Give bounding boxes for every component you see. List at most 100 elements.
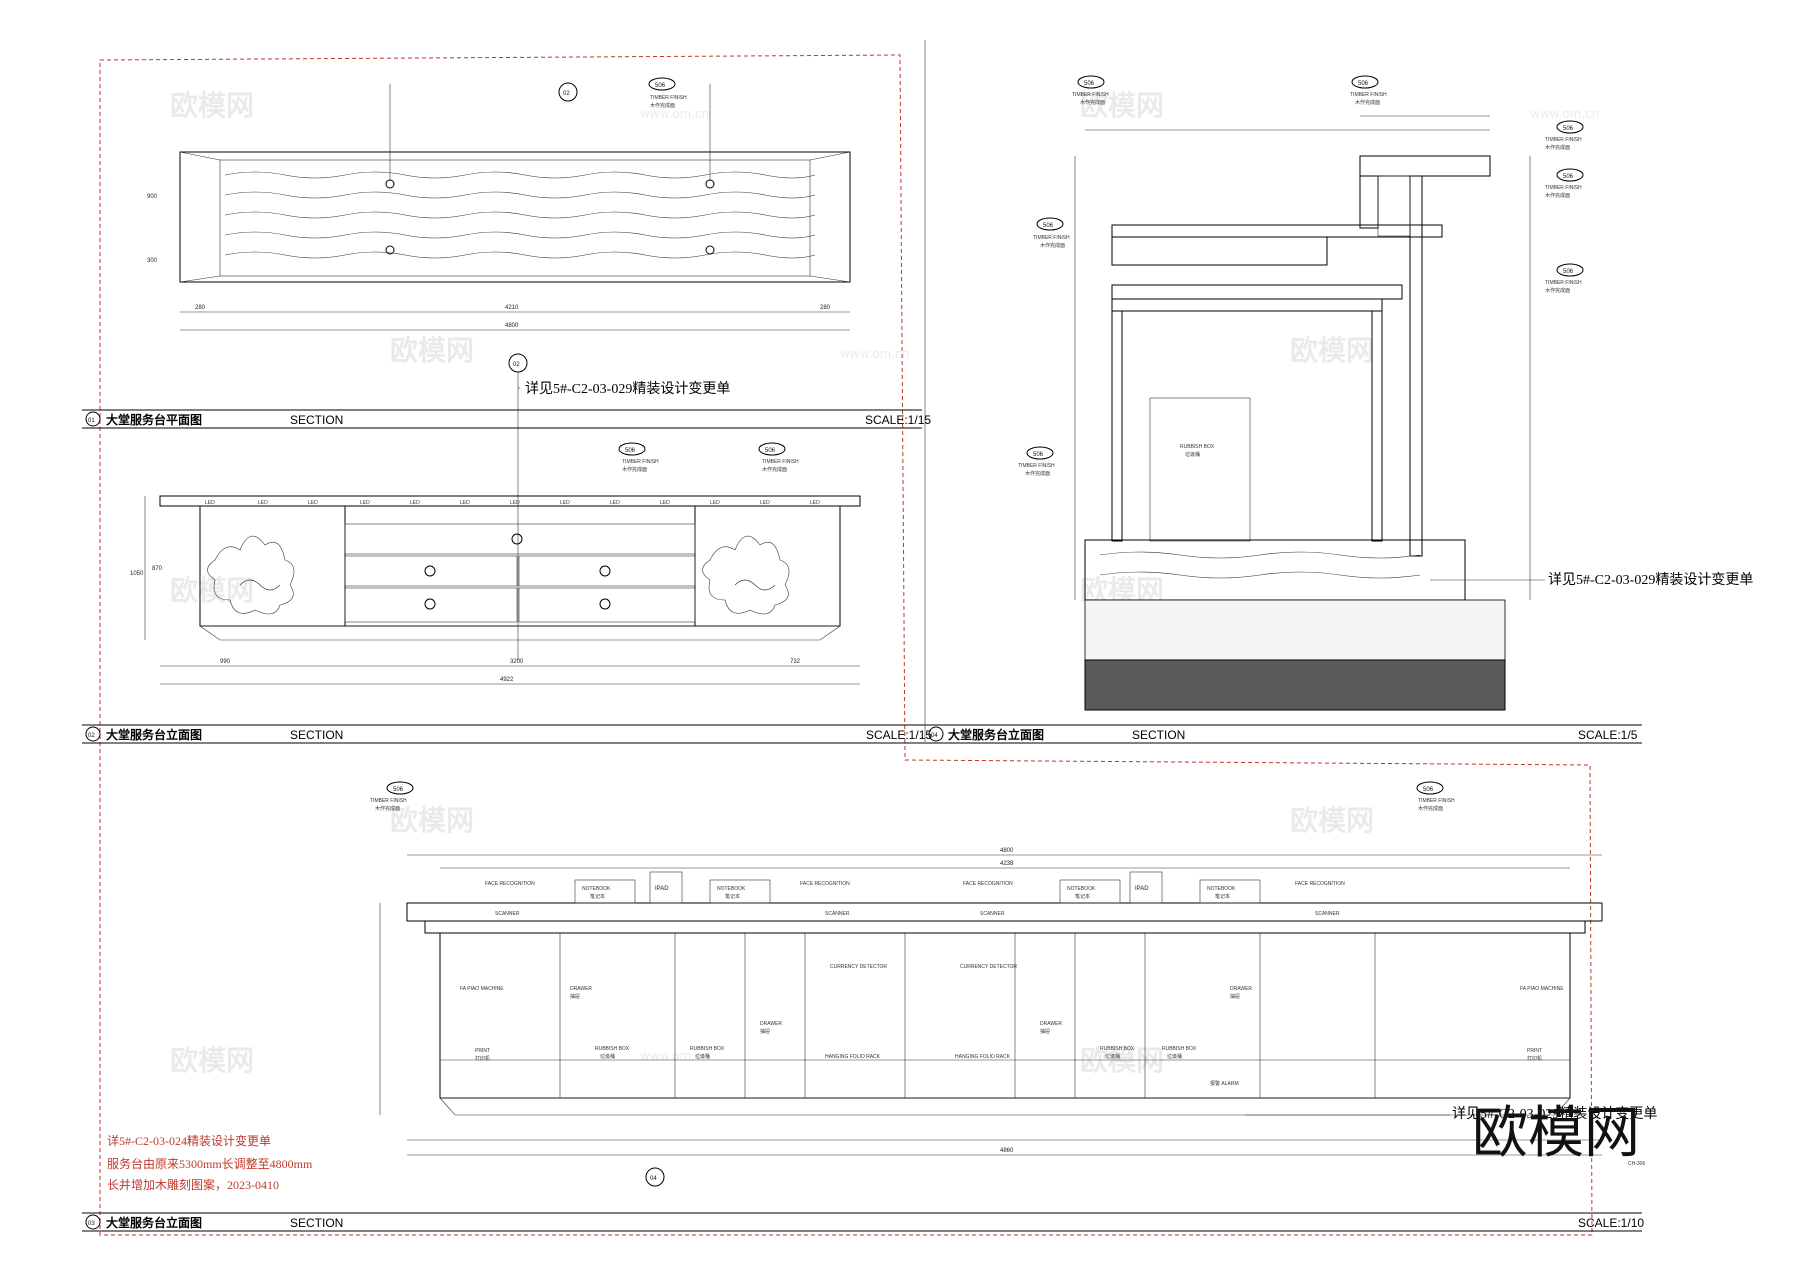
svg-text:LED: LED (510, 500, 520, 506)
change-note-3: 详见5#-C2-03-029精装设计变更单 (1452, 1106, 1657, 1122)
svg-text:www.om.cn: www.om.cn (1530, 107, 1599, 121)
svg-text:LED: LED (810, 500, 820, 506)
svg-text:欧模网: 欧模网 (1080, 1044, 1164, 1077)
svg-text:TIMBER FINISH: TIMBER FINISH (650, 95, 687, 101)
svg-text:CH-306: CH-306 (1628, 1161, 1645, 1167)
svg-text:04: 04 (931, 733, 938, 739)
title-bar-03: 03 大堂服务台立面图 SECTION SCALE:1/10 (82, 1212, 1644, 1232)
svg-text:SCALE:1/10: SCALE:1/10 (1578, 1216, 1644, 1230)
svg-text:打印机: 打印机 (1527, 1055, 1542, 1062)
svg-text:笔记本: 笔记本 (590, 893, 605, 900)
svg-text:FACE RECOGNITION: FACE RECOGNITION (485, 881, 535, 887)
svg-text:LED: LED (205, 500, 215, 506)
svg-text:TIMBER FINISH: TIMBER FINISH (1418, 798, 1455, 804)
svg-text:TIMBER FINISH: TIMBER FINISH (1545, 137, 1582, 143)
svg-text:抽屉: 抽屉 (570, 993, 580, 1000)
svg-text:4800: 4800 (1000, 848, 1014, 854)
svg-text:4860: 4860 (1000, 1148, 1014, 1154)
svg-text:506: 506 (1423, 787, 1434, 793)
svg-text:欧模网: 欧模网 (390, 334, 474, 367)
svg-text:木作完成面: 木作完成面 (650, 102, 675, 109)
svg-text:SECTION: SECTION (290, 1216, 343, 1230)
svg-text:RUBBISH BOX: RUBBISH BOX (1100, 1046, 1135, 1052)
svg-text:欧模网: 欧模网 (390, 804, 474, 837)
svg-text:300: 300 (147, 258, 158, 264)
svg-text:FACE RECOGNITION: FACE RECOGNITION (1295, 881, 1345, 887)
svg-text:NOTEBOOK: NOTEBOOK (1067, 886, 1096, 892)
svg-text:垃圾桶: 垃圾桶 (1167, 1053, 1182, 1060)
brand-logo: 欧模网 CH-306 (1472, 1101, 1645, 1167)
svg-text:506: 506 (765, 448, 776, 454)
title-bar-02-04: 02 大堂服务台立面图 SECTION SCALE:1/15 04 大堂服务台立… (82, 724, 1642, 744)
svg-text:FA PIAO MACHINE: FA PIAO MACHINE (460, 986, 504, 992)
svg-text:CURRENCY DETECTOR: CURRENCY DETECTOR (830, 964, 887, 970)
svg-text:NOTEBOOK: NOTEBOOK (582, 886, 611, 892)
svg-text:02: 02 (88, 733, 95, 739)
svg-text:www.om.cn: www.om.cn (840, 347, 909, 361)
svg-text:木作完成面: 木作完成面 (1545, 192, 1570, 199)
svg-text:LED: LED (308, 500, 318, 506)
svg-text:03: 03 (88, 1221, 95, 1227)
svg-text:抽屉: 抽屉 (760, 1028, 770, 1035)
svg-text:LED: LED (760, 500, 770, 506)
svg-text:4800: 4800 (505, 323, 519, 329)
svg-text:SCANNER: SCANNER (825, 911, 850, 917)
svg-text:木作完成面: 木作完成面 (1545, 287, 1570, 294)
svg-text:506: 506 (1043, 223, 1054, 229)
svg-text:TIMBER FINISH: TIMBER FINISH (1545, 280, 1582, 286)
svg-text:SECTION: SECTION (1132, 728, 1185, 742)
svg-text:SCALE:1/5: SCALE:1/5 (1578, 728, 1638, 742)
svg-text:LED: LED (360, 500, 370, 506)
svg-text:4210: 4210 (505, 305, 519, 311)
svg-text:NOTEBOOK: NOTEBOOK (717, 886, 746, 892)
change-note-1: 详见5#-C2-03-029精装设计变更单 (525, 381, 730, 397)
svg-text:280: 280 (195, 305, 206, 311)
svg-text:木作完成面: 木作完成面 (1080, 99, 1105, 106)
svg-text:垃圾桶: 垃圾桶 (695, 1053, 710, 1060)
svg-text:DRAWER: DRAWER (1040, 1021, 1062, 1027)
svg-text:FACE RECOGNITION: FACE RECOGNITION (800, 881, 850, 887)
svg-text:732: 732 (790, 659, 801, 665)
svg-text:SCANNER: SCANNER (980, 911, 1005, 917)
svg-text:木作完成面: 木作完成面 (1545, 144, 1570, 151)
svg-text:TIMBER FINISH: TIMBER FINISH (1350, 92, 1387, 98)
title-bar-01: 01 大堂服务台平面图 SECTION SCALE:1/15 (82, 409, 931, 429)
red-note-2: 服务台由原来5300mm长调整至4800mm (107, 1156, 313, 1171)
svg-text:垃圾桶: 垃圾桶 (600, 1053, 615, 1060)
svg-text:木作完成面: 木作完成面 (1040, 242, 1065, 249)
change-note-2: 详见5#-C2-03-029精装设计变更单 (1548, 572, 1753, 588)
svg-text:506: 506 (1563, 174, 1574, 180)
elevation-view-03: NOTEBOOK 笔记本 NOTEBOOK 笔记本 NOTEBOOK 笔记本 N… (370, 781, 1657, 1187)
svg-text:LED: LED (610, 500, 620, 506)
svg-text:FA PIAO MACHINE: FA PIAO MACHINE (1520, 986, 1564, 992)
svg-text:280: 280 (820, 305, 831, 311)
svg-text:木作完成面: 木作完成面 (1025, 470, 1050, 477)
svg-text:垃圾桶: 垃圾桶 (1185, 451, 1200, 458)
svg-text:RUBBISH BOX: RUBBISH BOX (1180, 444, 1215, 450)
revision-cloud-top (99, 54, 1593, 1236)
svg-text:RUBBISH BOX: RUBBISH BOX (1162, 1046, 1197, 1052)
svg-text:FACE RECOGNITION: FACE RECOGNITION (963, 881, 1013, 887)
svg-text:SCANNER: SCANNER (1315, 911, 1340, 917)
svg-text:欧模网: 欧模网 (1472, 1101, 1640, 1166)
svg-text:欧模网: 欧模网 (170, 1044, 254, 1077)
svg-text:笔记本: 笔记本 (1075, 893, 1090, 900)
svg-text:02: 02 (563, 91, 570, 97)
svg-text:木作完成面: 木作完成面 (375, 805, 400, 812)
svg-text:欧模网: 欧模网 (170, 574, 254, 607)
svg-text:506: 506 (1033, 452, 1044, 458)
svg-text:RUBBISH BOX: RUBBISH BOX (690, 1046, 725, 1052)
svg-text:大堂服务台立面图: 大堂服务台立面图 (106, 727, 202, 742)
svg-text:04: 04 (650, 1176, 657, 1182)
svg-text:LED: LED (660, 500, 670, 506)
svg-text:垃圾桶: 垃圾桶 (1105, 1053, 1120, 1060)
svg-text:欧模网: 欧模网 (1080, 89, 1164, 122)
svg-text:3200: 3200 (510, 659, 524, 665)
svg-text:SCANNER: SCANNER (495, 911, 520, 917)
svg-text:笔记本: 笔记本 (1215, 893, 1230, 900)
section-view-04: RUBBISH BOX 垃圾桶 506 TIMBER FINISH 木作完成面 … (924, 40, 1753, 742)
svg-text:抽屉: 抽屉 (1230, 993, 1240, 1000)
svg-text:SECTION: SECTION (290, 413, 343, 427)
svg-text:TIMBER FINISH: TIMBER FINISH (762, 459, 799, 465)
svg-text:笔记本: 笔记本 (725, 893, 740, 900)
